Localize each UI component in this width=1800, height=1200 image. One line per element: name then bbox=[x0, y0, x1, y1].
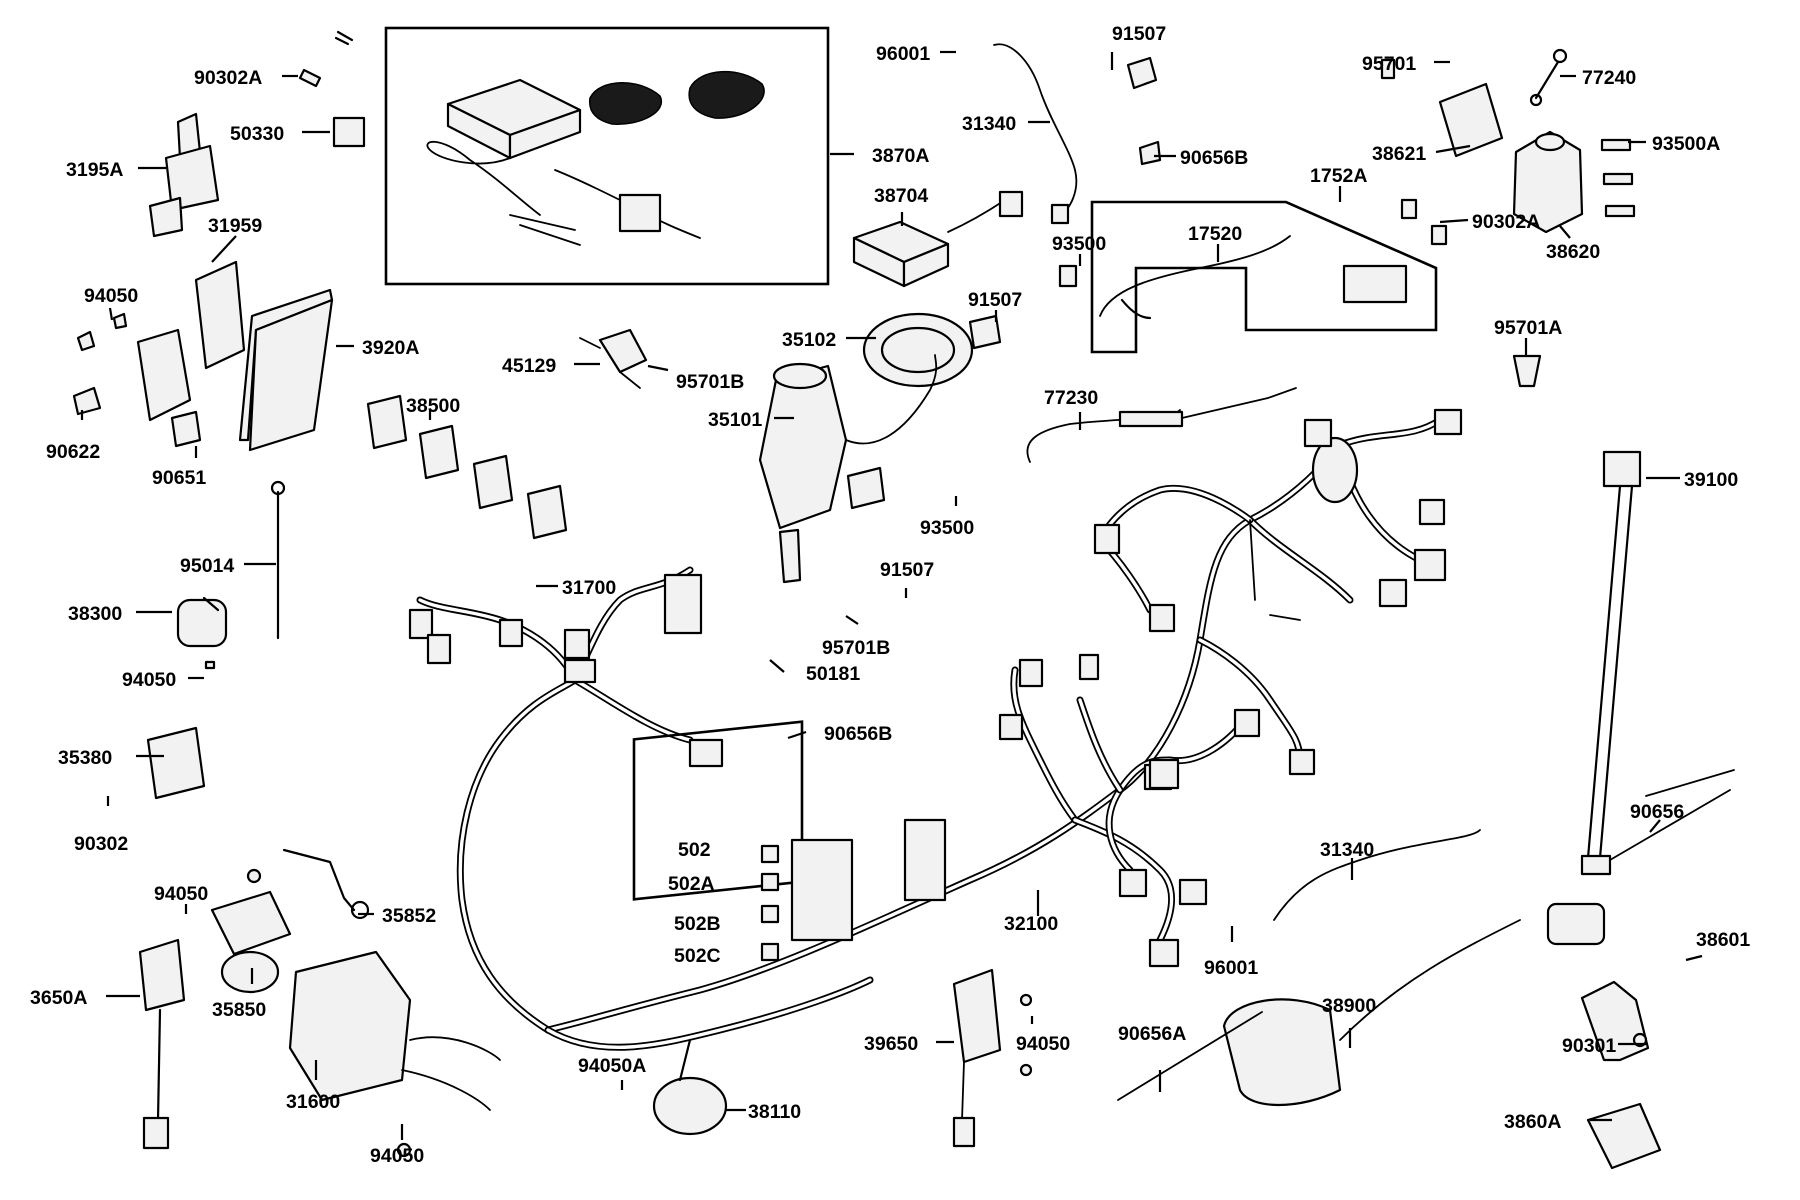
parts-center-bottom bbox=[632, 720, 1662, 1170]
part-label-90656A: 90656A bbox=[1118, 1023, 1186, 1045]
part-label-95014: 95014 bbox=[180, 555, 234, 577]
part-label-94050: 94050 bbox=[1016, 1033, 1070, 1055]
part-label-90656B: 90656B bbox=[824, 723, 892, 745]
callout-leaders bbox=[80, 50, 1703, 1140]
part-label-35102: 35102 bbox=[782, 329, 836, 351]
ignition-switch-35101 bbox=[579, 312, 974, 584]
part-label-96001: 96001 bbox=[876, 43, 930, 65]
part-label-38110: 38110 bbox=[748, 1101, 801, 1123]
part-label-38500: 38500 bbox=[406, 395, 460, 417]
part-label-35850: 35850 bbox=[212, 999, 266, 1021]
part-label-94050: 94050 bbox=[370, 1145, 424, 1167]
part-label-39650: 39650 bbox=[864, 1033, 918, 1055]
cables-right bbox=[1026, 387, 1735, 876]
part-label-31600: 31600 bbox=[286, 1091, 340, 1113]
part-label-91507: 91507 bbox=[968, 289, 1022, 311]
part-label-50330: 50330 bbox=[230, 123, 284, 145]
alarm-set-frame-3870A bbox=[384, 26, 830, 286]
part-label-3870A: 3870A bbox=[872, 145, 929, 167]
part-label-90656: 90656 bbox=[1630, 801, 1684, 823]
part-label-3860A: 3860A bbox=[1504, 1111, 1561, 1133]
relay-block-38620 bbox=[1380, 48, 1636, 388]
part-label-502A: 502A bbox=[668, 873, 715, 895]
part-label-77240: 77240 bbox=[1582, 67, 1636, 89]
part-label-31340: 31340 bbox=[1320, 839, 1374, 861]
part-label-3195A: 3195A bbox=[66, 159, 123, 181]
part-label-31700: 31700 bbox=[562, 577, 616, 599]
part-label-90302: 90302 bbox=[74, 833, 128, 855]
part-label-3920A: 3920A bbox=[362, 337, 419, 359]
part-label-35101: 35101 bbox=[708, 409, 762, 431]
part-label-3650A: 3650A bbox=[30, 987, 87, 1009]
part-label-39100: 39100 bbox=[1684, 469, 1738, 491]
part-label-90302A-top: 90302A bbox=[194, 67, 262, 89]
part-label-45129: 45129 bbox=[502, 355, 556, 377]
part-label-90651: 90651 bbox=[152, 467, 206, 489]
part-label-38601: 38601 bbox=[1696, 929, 1750, 951]
part-label-38621: 38621 bbox=[1372, 143, 1426, 165]
part-label-96001: 96001 bbox=[1204, 957, 1258, 979]
part-label-90301: 90301 bbox=[1562, 1035, 1616, 1057]
part-label-91507: 91507 bbox=[880, 559, 934, 581]
part-label-502B: 502B bbox=[674, 913, 721, 935]
small-parts-top-left bbox=[72, 30, 366, 452]
part-label-91507: 91507 bbox=[1112, 23, 1166, 45]
part-label-93500: 93500 bbox=[920, 517, 974, 539]
part-label-77230: 77230 bbox=[1044, 387, 1098, 409]
part-label-90302A: 90302A bbox=[1472, 211, 1540, 233]
part-label-95701: 95701 bbox=[1362, 53, 1416, 75]
part-label-95701B: 95701B bbox=[676, 371, 744, 393]
tilt-sensor-frame-1752A bbox=[1090, 200, 1438, 354]
sensors-top-center bbox=[852, 43, 1162, 350]
part-label-38900: 38900 bbox=[1322, 995, 1376, 1017]
part-label-17520: 17520 bbox=[1188, 223, 1242, 245]
part-label-90622: 90622 bbox=[46, 441, 100, 463]
callout-labels: 90302A 50330 3195A 31959 94050 3920A 906… bbox=[30, 23, 1750, 1167]
switch-units-38500 bbox=[366, 394, 568, 540]
part-label-502C: 502C bbox=[674, 945, 721, 967]
part-label-35380: 35380 bbox=[58, 747, 112, 769]
part-label-32100: 32100 bbox=[1004, 913, 1058, 935]
part-label-93500A: 93500A bbox=[1652, 133, 1720, 155]
parts-left-lower bbox=[138, 480, 501, 1158]
part-label-38300: 38300 bbox=[68, 603, 122, 625]
part-label-35852: 35852 bbox=[382, 905, 436, 927]
part-label-94050: 94050 bbox=[122, 669, 176, 691]
part-label-1752A: 1752A bbox=[1310, 165, 1367, 187]
part-label-50181: 50181 bbox=[806, 663, 860, 685]
part-label-38704: 38704 bbox=[874, 185, 928, 207]
part-label-94050: 94050 bbox=[154, 883, 208, 905]
part-label-90656B: 90656B bbox=[1180, 147, 1248, 169]
part-label-31340: 31340 bbox=[962, 113, 1016, 135]
part-label-95701B: 95701B bbox=[822, 637, 890, 659]
part-label-38620: 38620 bbox=[1546, 241, 1600, 263]
part-label-31959: 31959 bbox=[208, 215, 262, 237]
part-label-94050A: 94050A bbox=[578, 1055, 646, 1077]
part-label-95701A: 95701A bbox=[1494, 317, 1562, 339]
part-label-502: 502 bbox=[678, 839, 711, 861]
part-label-94050: 94050 bbox=[84, 285, 138, 307]
part-label-93500: 93500 bbox=[1052, 233, 1106, 255]
main-wiring-harness-32100 bbox=[408, 408, 1463, 1051]
